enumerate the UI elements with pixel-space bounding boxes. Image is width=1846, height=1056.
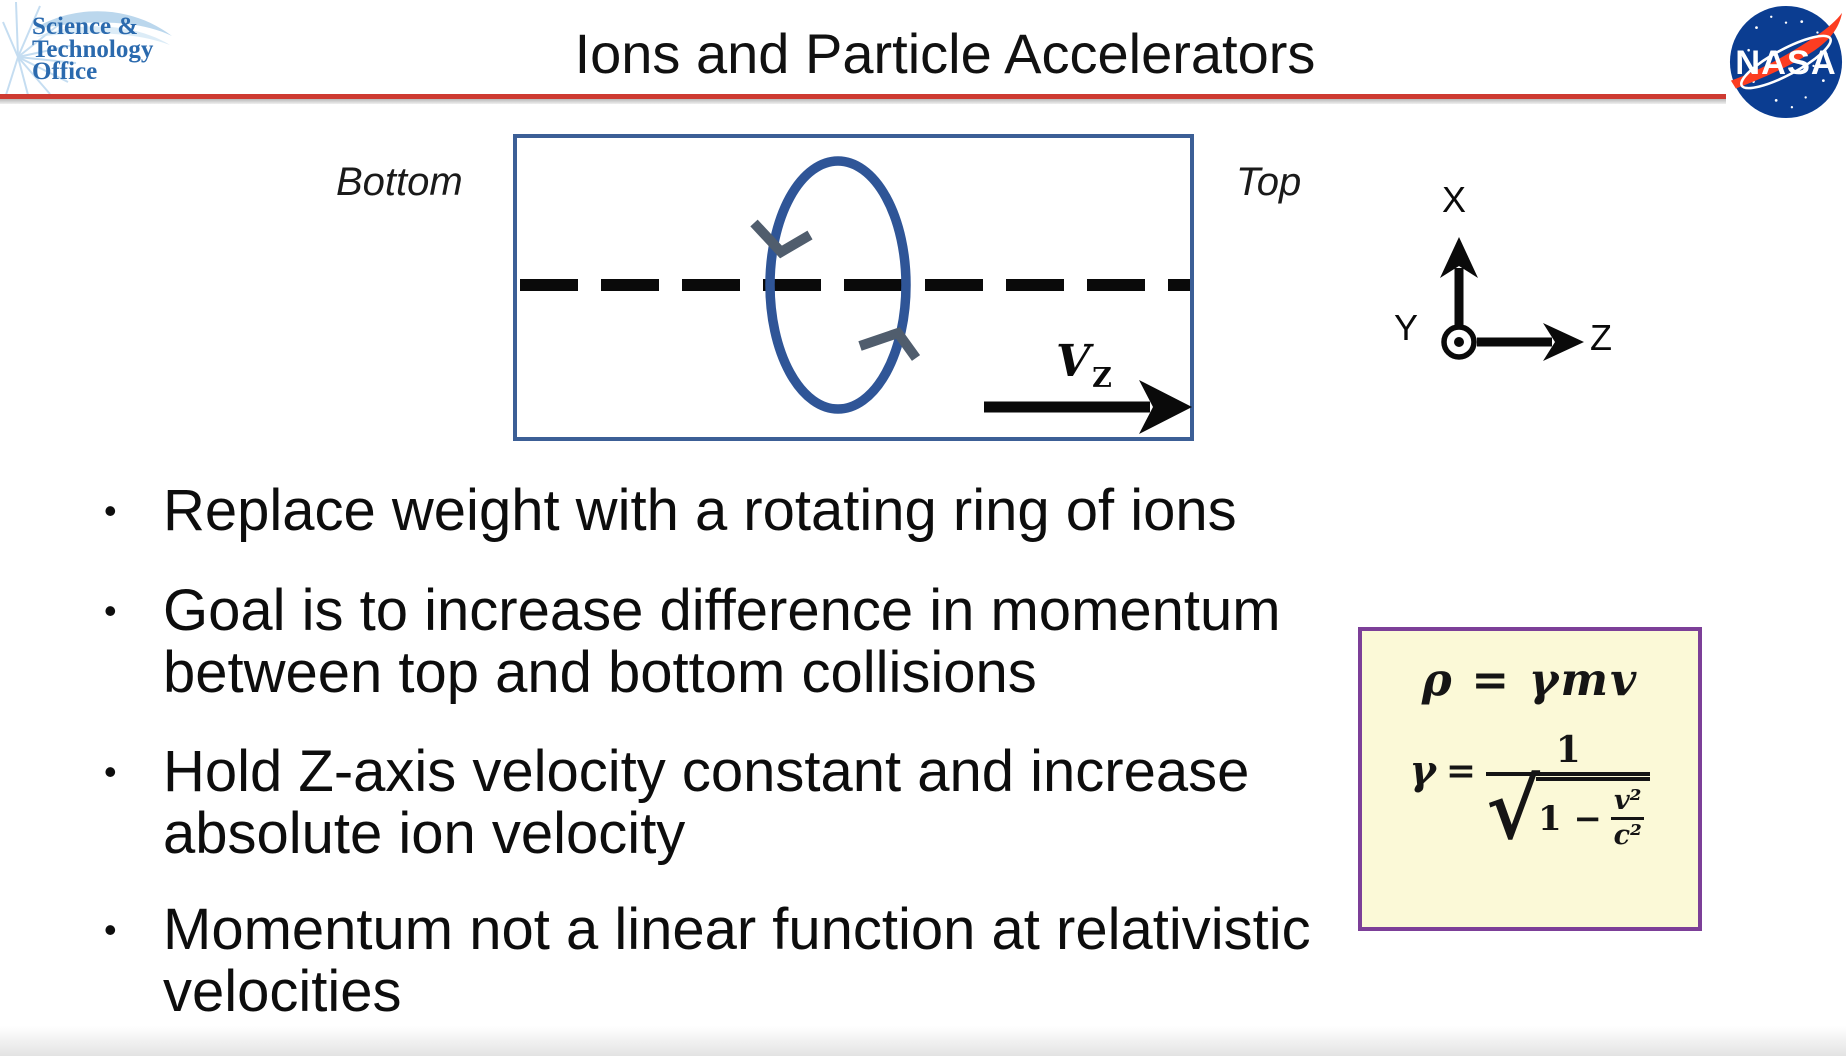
v2-over-c2-fraction: v² c² <box>1610 786 1645 851</box>
nasa-stars-icon <box>1739 15 1828 109</box>
org-logo-line3: Office <box>32 58 97 85</box>
gamma-fraction: 1 √ 1 − v² c² <box>1486 729 1651 858</box>
bullet-marker: • <box>104 909 117 950</box>
bullet-marker: • <box>104 490 117 531</box>
bullet-text-2: Goal is to increase difference in moment… <box>163 578 1281 705</box>
bullet-text-1: Replace weight with a rotating ring of i… <box>163 478 1237 543</box>
fraction-denominator: √ 1 − v² c² <box>1486 762 1651 858</box>
sunburst-rays-icon <box>2 1 77 96</box>
swoosh-icon <box>32 11 172 36</box>
y-axis-dot-icon <box>1454 337 1464 347</box>
header-rule-shadow <box>0 99 1726 104</box>
page-title: Ions and Particle Accelerators <box>574 22 1316 85</box>
y-axis-label: Y <box>1394 307 1419 348</box>
bottom-label: Bottom <box>336 160 463 204</box>
formula-box: ρ = γmv γ = 1 √ 1 − v² c² <box>1358 627 1702 931</box>
bullet-item-2: • Goal is to increase difference in mome… <box>104 580 1281 704</box>
rotation-arrow-bottom-icon <box>858 327 921 361</box>
fraction-bar <box>1486 772 1651 776</box>
chamber-rectangle <box>513 134 1194 441</box>
org-logo-line2: Technology <box>32 36 154 63</box>
one-minus-term: 1 − <box>1537 798 1602 839</box>
c-squared: c² <box>1613 820 1642 851</box>
z-axis-arrow-icon <box>1543 323 1584 361</box>
bullet-text-3: Hold Z-axis velocity constant and increa… <box>163 739 1250 866</box>
nasa-orbit-icon <box>1740 34 1832 90</box>
radical-sign: √ <box>1486 762 1540 858</box>
ion-ring <box>765 156 911 414</box>
top-label: Top <box>1236 160 1302 204</box>
swoosh-echo-icon <box>36 26 170 45</box>
bullet-item-1: • Replace weight with a rotating ring of… <box>104 480 1237 542</box>
x-axis-label: X <box>1442 179 1467 220</box>
org-logo-line1: Science & <box>32 13 138 40</box>
momentum-equation: ρ = γmv <box>1421 653 1639 706</box>
bullet-item-4: • Momentum not a linear function at rela… <box>104 899 1311 1023</box>
bullet-marker: • <box>104 751 117 792</box>
equals-sign: = <box>1445 749 1477 792</box>
rotation-arrow-top-icon <box>750 219 813 259</box>
header-rule <box>0 94 1726 99</box>
vz-label: VZ <box>1056 336 1112 395</box>
z-axis-label: Z <box>1590 317 1612 358</box>
bullet-marker: • <box>104 590 117 631</box>
gamma-equation: γ = 1 √ 1 − v² c² <box>1410 730 1651 851</box>
v-squared: v² <box>1610 786 1645 820</box>
science-technology-office-logo: Science & Technology Office <box>2 1 172 96</box>
fraction-numerator: 1 <box>1555 729 1581 771</box>
vz-symbol: V <box>1056 336 1091 387</box>
bottom-gradient-band <box>0 1026 1846 1056</box>
radicand: 1 − v² c² <box>1535 777 1651 851</box>
bullet-text-4: Momentum not a linear function at relati… <box>163 897 1311 1024</box>
bullet-item-3: • Hold Z-axis velocity constant and incr… <box>104 741 1249 865</box>
x-axis-arrow-icon <box>1440 237 1478 278</box>
vz-subscript: Z <box>1092 363 1112 394</box>
gamma-symbol: γ <box>1409 747 1436 794</box>
nasa-red-swoosh-icon <box>1730 12 1843 89</box>
nasa-logo: NASA <box>1729 5 1843 119</box>
vz-arrow-head-icon <box>1139 380 1192 434</box>
